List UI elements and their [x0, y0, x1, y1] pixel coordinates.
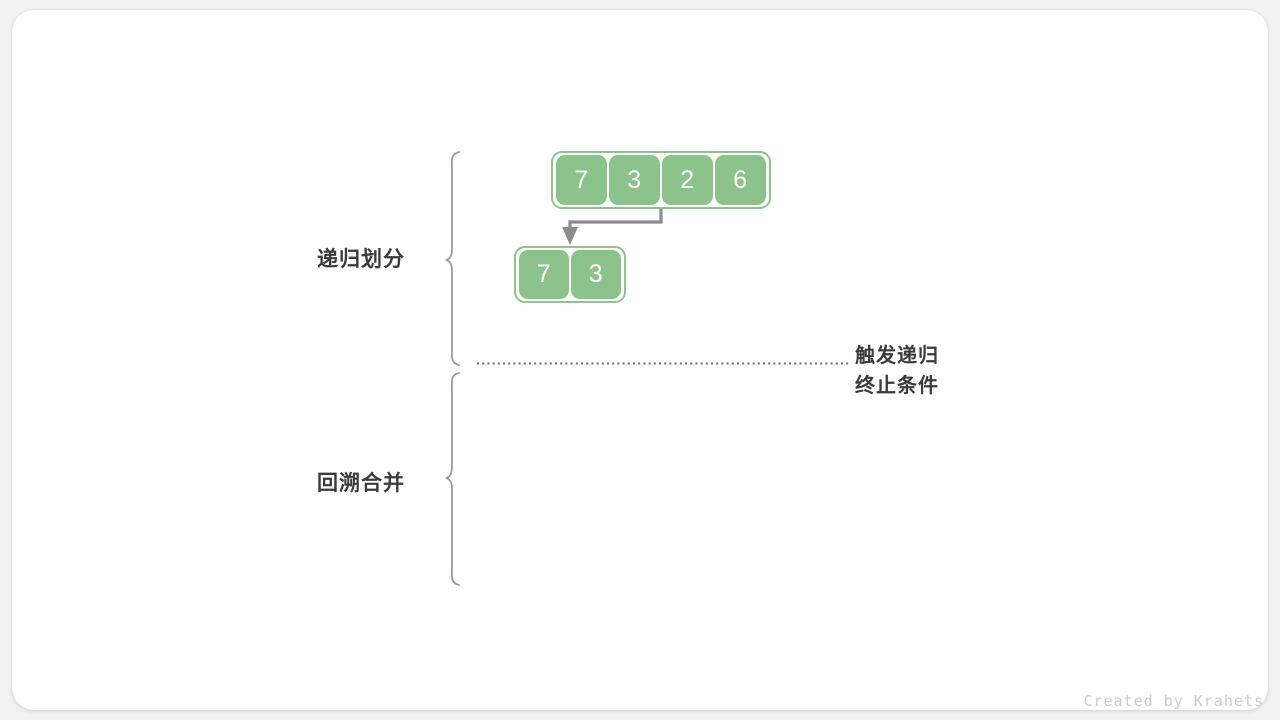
- recursion-arrow-icon: [568, 209, 663, 233]
- array-cell: 2: [662, 155, 713, 205]
- annotation-line-1: 触发递归: [855, 345, 939, 367]
- label-recursive-divide: 递归划分: [317, 248, 405, 271]
- credit-text: Created by Krahets: [1083, 692, 1264, 710]
- brace-merge-icon: [445, 372, 460, 586]
- array-original: 7 3 2 6: [551, 151, 771, 209]
- array-cell: 3: [571, 250, 621, 299]
- array-cell: 7: [519, 250, 569, 299]
- array-left-half: 7 3: [514, 246, 626, 303]
- array-cell: 7: [556, 155, 607, 205]
- array-cell: 6: [715, 155, 766, 205]
- diagram-card: 7 3 2 6 7 3 递归划分 回溯合并 触发递归 终止条件 Created …: [12, 10, 1268, 710]
- annotation-line-2: 终止条件: [855, 375, 939, 397]
- label-backtrack-merge: 回溯合并: [317, 472, 405, 495]
- annotation-termination-condition: 触发递归 终止条件: [855, 341, 939, 401]
- diagram-stage: 7 3 2 6 7 3 递归划分 回溯合并 触发递归 终止条件 Created …: [12, 10, 1268, 710]
- recursion-arrowhead-icon: [562, 227, 578, 245]
- diagram-vector-layer: [445, 151, 850, 586]
- array-cell: 3: [609, 155, 660, 205]
- brace-divide-icon: [445, 151, 460, 366]
